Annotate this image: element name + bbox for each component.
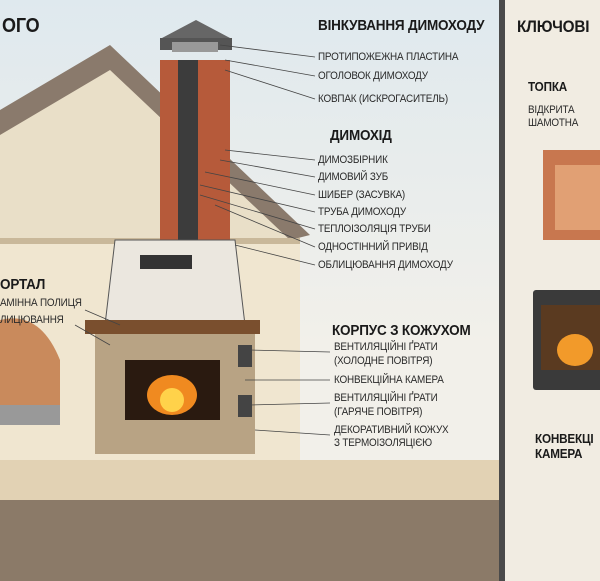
- label: ТЕПЛОІЗОЛЯЦІЯ ТРУБИ: [318, 223, 431, 235]
- label: ВЕНТИЛЯЦІЙНІ ҐРАТИ: [334, 392, 438, 404]
- chimney-top-title: ВІНКУВАННЯ ДИМОХОДУ: [318, 17, 485, 34]
- label: З ТЕРМОІЗОЛЯЦІЄЮ: [334, 437, 432, 449]
- portal-title: ОРТАЛ: [0, 276, 46, 293]
- panel-divider: [499, 0, 505, 581]
- label: (ХОЛОДНЕ ПОВІТРЯ): [334, 355, 433, 367]
- label: ЛИЦЮВАННЯ: [0, 314, 64, 326]
- key-components-panel: КЛЮЧОВІ ТОПКА ВІДКРИТА ШАМОТНА КОНВЕКЦІ …: [505, 0, 600, 581]
- label: ШАМОТНА: [528, 117, 579, 129]
- firebox-title: ТОПКА: [528, 79, 568, 94]
- label: КОВПАК (ИСКРОГАСИТЕЛЬ): [318, 93, 448, 105]
- label: ОДНОСТІННИЙ ПРИВІД: [318, 241, 428, 253]
- floor: [0, 460, 500, 500]
- roof: [0, 45, 310, 240]
- fireplace-illustration: [0, 20, 500, 581]
- label: ТРУБА ДИМОХОДУ: [318, 206, 407, 218]
- body-title: КОРПУС З КОЖУХОМ: [332, 322, 471, 339]
- label: ВІДКРИТА: [528, 104, 575, 116]
- label: ОГОЛОВОК ДИМОХОДУ: [318, 70, 428, 82]
- mantel-shelf: [85, 320, 260, 334]
- foundation: [0, 500, 500, 581]
- label: ПРОТИПОЖЕЖНА ПЛАСТИНА: [318, 51, 459, 63]
- convection-title-1: КОНВЕКЦІ: [535, 431, 594, 446]
- right-title: КЛЮЧОВІ: [517, 17, 590, 36]
- brick-arch: [0, 318, 60, 410]
- panel-title: ОГО: [2, 15, 40, 37]
- chimney-title: ДИМОХІД: [330, 127, 392, 144]
- label: КОНВЕКЦІЙНА КАМЕРА: [334, 374, 444, 386]
- label: ДИМОЗБІРНИК: [318, 154, 388, 166]
- chimney-pipe: [178, 60, 198, 240]
- convection-title-2: КАМЕРА: [535, 446, 583, 461]
- label: ВЕНТИЛЯЦІЙНІ ҐРАТИ: [334, 341, 438, 353]
- chimney-hood: [104, 239, 246, 326]
- label: (ГАРЯЧЕ ПОВІТРЯ): [334, 406, 423, 418]
- fireplace-diagram-panel: ОГО ВІНКУВАННЯ ДИМОХОДУ ПРОТИПОЖЕЖНА ПЛА…: [0, 0, 500, 581]
- label: ОБЛИЦЮВАННЯ ДИМОХОДУ: [318, 259, 453, 271]
- label: ДИМОВИЙ ЗУБ: [318, 171, 389, 183]
- label: АМІННА ПОЛИЦЯ: [0, 297, 82, 309]
- label: ДЕКОРАТИВНИЙ КОЖУХ: [334, 424, 449, 436]
- label: ШИБЕР (ЗАСУВКА): [318, 189, 405, 201]
